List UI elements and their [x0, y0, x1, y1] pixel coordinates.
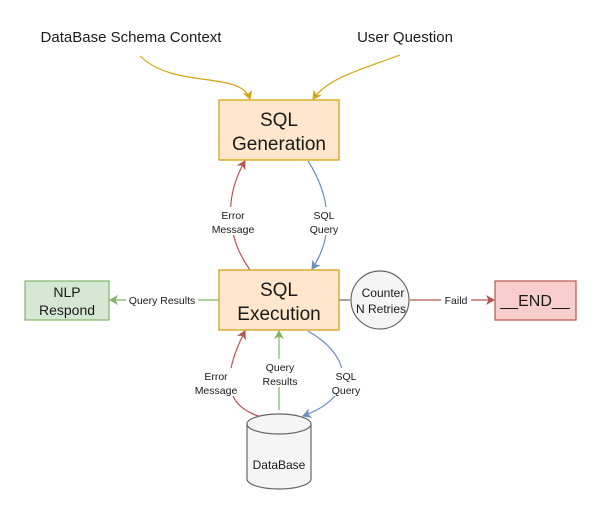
svg-text:Query Results: Query Results [129, 295, 196, 307]
node-database[interactable]: DataBase [246, 413, 312, 490]
edge-question-to-generation [312, 54, 401, 100]
nlp-respond-line1: NLP [53, 284, 80, 300]
svg-text:Error: Error [221, 210, 245, 222]
svg-text:Results: Results [262, 376, 297, 388]
svg-text:Query: Query [332, 385, 361, 397]
edge-label-db-error: Error Message [189, 368, 243, 397]
edge-label-faild: Faild [441, 293, 471, 307]
sql-generation-line1: SQL [260, 110, 298, 131]
edge-label-query-results: Query Results [126, 293, 198, 307]
counter-line2: N Retries [356, 302, 406, 316]
edge-schema-to-generation [139, 55, 253, 100]
svg-text:Query: Query [266, 362, 295, 374]
svg-text:Query: Query [310, 224, 339, 236]
sql-execution-line1: SQL [260, 280, 298, 301]
svg-text:SQL: SQL [313, 210, 334, 222]
end-label: __END__ [499, 293, 570, 310]
svg-text:Message: Message [195, 385, 238, 397]
sql-generation-line2: Generation [232, 134, 326, 155]
edge-label-db-results: Query Results [258, 359, 302, 388]
sql-execution-line2: Execution [237, 304, 320, 325]
node-sql-execution[interactable]: SQL Execution [218, 269, 340, 331]
svg-text:Faild: Faild [445, 295, 468, 307]
svg-text:Message: Message [212, 224, 255, 236]
node-end[interactable]: __END__ [494, 280, 577, 321]
schema-context-label: DataBase Schema Context [41, 29, 223, 46]
edge-label-gen-query: SQL Query [305, 207, 345, 236]
node-sql-generation[interactable]: SQL Generation [218, 99, 340, 161]
edge-label-db-query: SQL Query [328, 368, 366, 397]
edge-label-gen-error: Error Message [207, 207, 261, 236]
svg-text:SQL: SQL [335, 371, 356, 383]
database-label: DataBase [253, 458, 306, 472]
nlp-respond-line2: Respond [39, 302, 95, 318]
node-nlp-respond[interactable]: NLP Respond [24, 280, 110, 321]
counter-line1: Counter [362, 286, 405, 300]
svg-text:Error: Error [204, 371, 228, 383]
user-question-label: User Question [357, 29, 453, 46]
node-counter[interactable]: Counter N Retries [350, 270, 410, 330]
